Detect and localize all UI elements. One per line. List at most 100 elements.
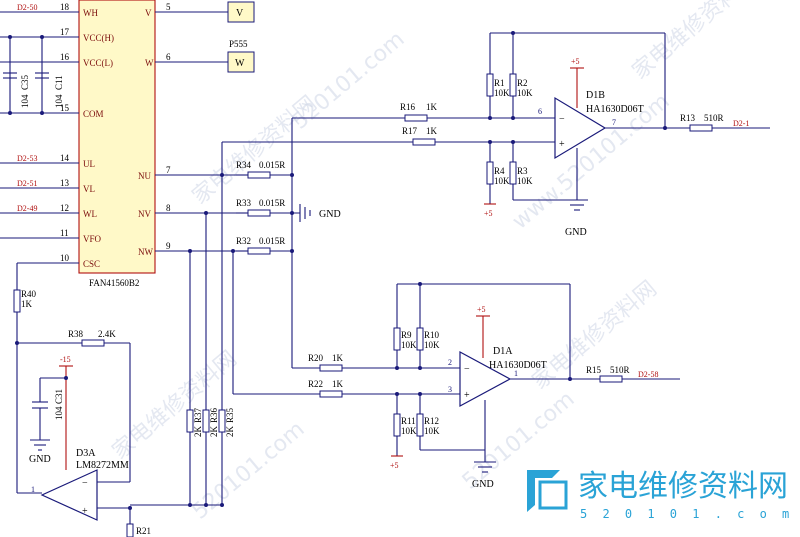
r15-ref: R15 <box>586 365 602 375</box>
shunt-r32: R32 0.015R <box>236 236 292 255</box>
d1b-gnd: GND <box>565 227 587 238</box>
r2-val: 10K <box>517 88 533 98</box>
d1b-supply: +5 <box>571 57 580 66</box>
opamp-d1a: R20 1K R22 1K − + D1A HA1630D06T 2 3 1 +… <box>233 282 680 490</box>
r16-ref: R16 <box>400 102 416 112</box>
connector-w: P555 W <box>227 39 255 73</box>
left-pin-12: D2-49 12 WL <box>0 203 97 219</box>
r12-val: 10K <box>424 426 440 436</box>
connector-v: V <box>227 1 255 23</box>
chip-fan41560b2: FAN41560B2 D2-50 18 WH 17 VCC(H) 16 VCC(… <box>0 0 236 288</box>
left-pin-18: D2-50 18 WH <box>0 2 98 18</box>
pin-name: COM <box>83 109 104 119</box>
opamp-d1a-part: HA1630D06T <box>489 360 547 371</box>
pin-name: V <box>145 8 152 18</box>
r32-val: 0.015R <box>259 236 285 246</box>
opamp-d3a-part: LM8272MM <box>76 460 129 471</box>
pin-number: 15 <box>60 103 70 113</box>
r1-ref: R1 <box>494 78 505 88</box>
pin-number: 9 <box>166 241 171 251</box>
c31-val: 104 <box>54 406 64 420</box>
r1-val: 10K <box>494 88 510 98</box>
r40-ref: R40 <box>21 289 37 299</box>
cap-c35-c11: C35 104 C11 104 <box>3 35 64 115</box>
logo-brand: 家电维修资料网 <box>578 469 788 504</box>
r3-val: 10K <box>517 176 533 186</box>
left-pin-10: 10 CSC <box>17 253 100 269</box>
opamp-d1b-pin-in: 6 <box>538 107 542 116</box>
c35-ref: C35 <box>20 74 30 90</box>
pin-number: 7 <box>166 165 171 175</box>
net-label: D2-51 <box>17 179 37 188</box>
left-pin-13: D2-51 13 VL <box>0 178 95 194</box>
d1a-supply: +5 <box>477 305 486 314</box>
opamp-d3a-minus: − <box>82 478 88 489</box>
pin-name: NV <box>138 209 151 219</box>
r33-val: 0.015R <box>259 198 285 208</box>
left-pin-14: D2-53 14 UL <box>0 153 95 169</box>
pin-number: 5 <box>166 2 171 12</box>
right-pin-6: 6 W <box>145 52 228 68</box>
opamp-d1b-plus: + <box>559 139 565 150</box>
opamp-d1b-pin-out: 7 <box>612 118 616 127</box>
pin-number: 14 <box>60 153 70 163</box>
pin-name: VL <box>83 184 95 194</box>
r12-ref: R12 <box>424 416 439 426</box>
right-pin-5: 5 V <box>145 2 228 18</box>
connector-v-label: V <box>236 8 244 19</box>
r35-val: 2K <box>225 426 235 438</box>
pin-name: W <box>145 58 154 68</box>
opamp-d1b-triangle <box>554 96 607 160</box>
r36-val: 2K <box>209 426 219 438</box>
d1b-ref-supply: +5 <box>484 209 493 218</box>
net-label: D2-49 <box>17 204 37 213</box>
pin-number: 18 <box>60 2 70 12</box>
r20-val: 1K <box>332 353 344 363</box>
gnd-label: GND <box>319 209 341 220</box>
left-pin-11: 11 VFO <box>0 228 102 244</box>
opamp-d3a-plus: + <box>82 506 88 517</box>
left-pin-16: 16 VCC(L) <box>0 52 113 68</box>
pin-name: VCC(H) <box>83 33 114 43</box>
shunt-r33: R33 0.015R <box>236 198 300 217</box>
r10-val: 10K <box>424 340 440 350</box>
opamp-d1a-ref: D1A <box>493 346 513 357</box>
r38-ref: R38 <box>68 329 84 339</box>
pin-name: CSC <box>83 259 100 269</box>
r37-ref: R37 <box>193 407 203 423</box>
c35-val: 104 <box>20 94 30 108</box>
net-label: D2-50 <box>17 3 37 12</box>
opamp-d1b-part: HA1630D06T <box>586 104 644 115</box>
pin-name: WL <box>83 209 97 219</box>
pin-name: WH <box>83 8 98 18</box>
pin-number: 10 <box>60 253 70 263</box>
logo-url: 5 2 0 1 0 1 . c o m <box>580 507 793 521</box>
r33-ref: R33 <box>236 198 252 208</box>
pin-number: 8 <box>166 203 171 213</box>
pin-name: NU <box>138 171 151 181</box>
r17-ref: R17 <box>402 126 418 136</box>
r10-ref: R10 <box>424 330 440 340</box>
d1b-net-out: D2-1 <box>733 119 749 128</box>
r16-val: 1K <box>426 102 438 112</box>
r9-val: 10K <box>401 340 417 350</box>
r34-val: 0.015R <box>259 160 285 170</box>
opamp-d3a-triangle <box>40 469 98 521</box>
r40-val: 1K <box>21 299 33 309</box>
opamp-d1a-pin-pos: 3 <box>448 385 452 394</box>
opamp-d1b-ref: D1B <box>586 90 605 101</box>
connector-w-label: W <box>235 58 245 69</box>
d1a-ref-supply: +5 <box>390 461 399 470</box>
r4-val: 10K <box>494 176 510 186</box>
shunt-r34: R34 0.015R <box>236 160 292 179</box>
pin-name: VFO <box>83 234 102 244</box>
r9-ref: R9 <box>401 330 412 340</box>
r4-ref: R4 <box>494 166 505 176</box>
watermark-4: 家电维修资料网 <box>628 0 762 85</box>
opamp-d3a: R40 1K R38 2.4K -15 C31 104 GND − + D3A … <box>13 263 222 537</box>
r13-ref: R13 <box>680 113 696 123</box>
pin-number: 16 <box>60 52 70 62</box>
pin-number: 11 <box>60 228 69 238</box>
left-pin-17: 17 VCC(H) <box>0 27 114 43</box>
